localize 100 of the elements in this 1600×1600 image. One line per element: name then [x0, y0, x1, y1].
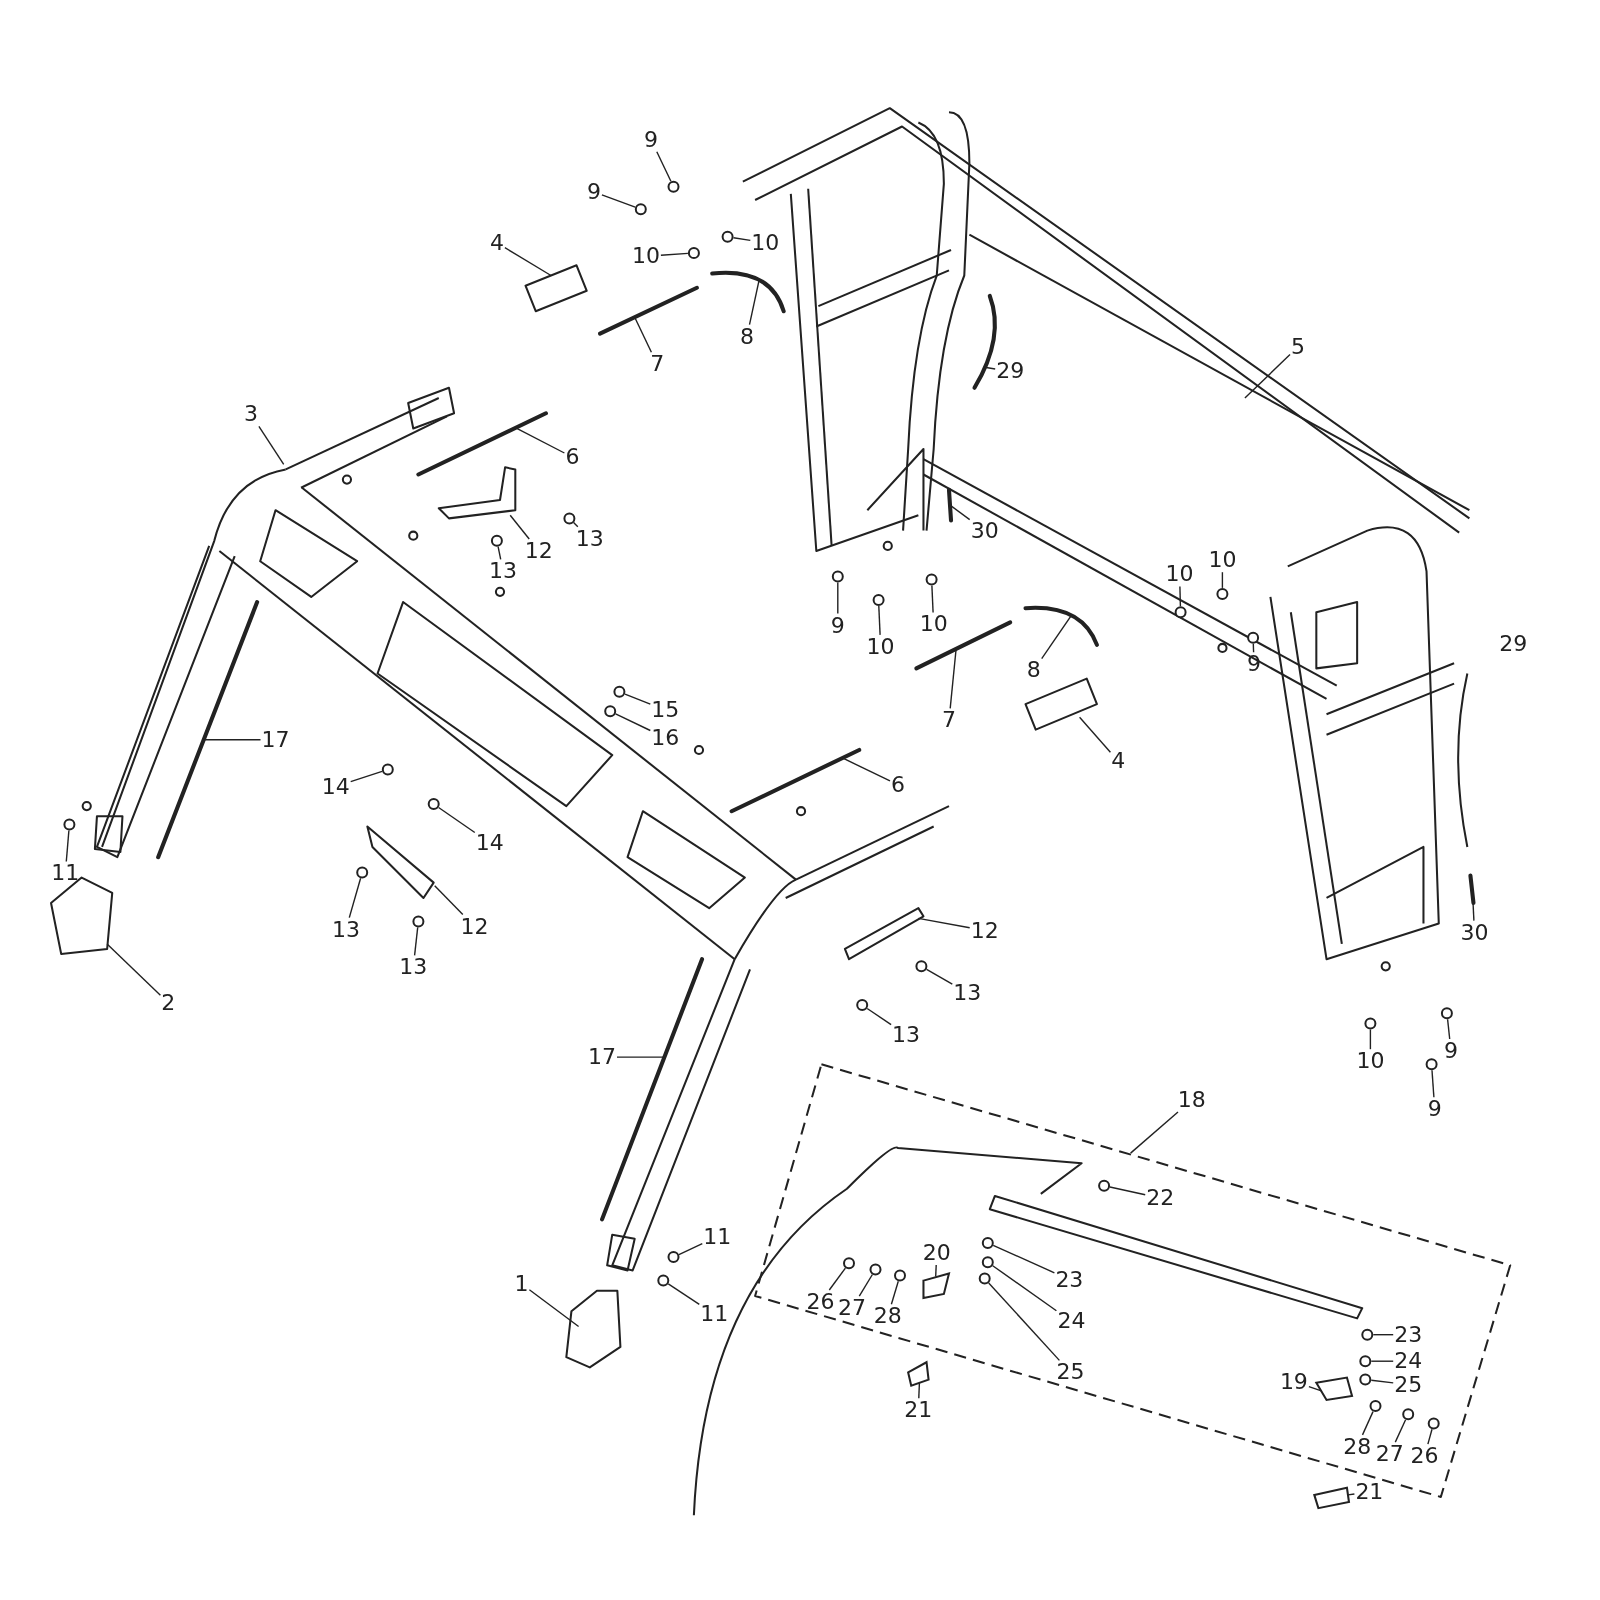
fastener-icon — [1427, 1417, 1440, 1430]
callout-number: 13 — [952, 980, 983, 1005]
callout-number: 18 — [1176, 1088, 1207, 1112]
leader-line — [1041, 614, 1073, 660]
leader-line — [413, 926, 419, 956]
leader-line — [1252, 643, 1255, 653]
callout-number: 7 — [649, 352, 666, 377]
fastener-icon — [872, 594, 885, 606]
fastener-icon — [843, 1257, 855, 1270]
leader-line — [992, 1265, 1058, 1312]
callout-number: 8 — [738, 324, 755, 349]
callout-number: 13 — [330, 917, 361, 942]
leader-line — [949, 504, 971, 521]
callout-number: 9 — [585, 179, 602, 204]
callout-number: 23 — [1054, 1267, 1085, 1292]
callout-number: 9 — [829, 613, 846, 638]
trim-strip — [1023, 605, 1099, 647]
leader-line — [667, 1283, 700, 1306]
trim-strip — [597, 285, 699, 336]
callout-number: 14 — [474, 830, 505, 855]
fastener-icon — [490, 534, 503, 547]
leader-line — [1370, 1379, 1394, 1384]
leader-line — [624, 693, 651, 705]
callout-number: 13 — [398, 955, 429, 980]
callout-number: 13 — [574, 526, 605, 551]
leader-line — [1370, 1360, 1394, 1362]
fastener-icon — [981, 1256, 994, 1269]
callout-number: 10 — [1164, 562, 1195, 587]
leader-line — [434, 885, 464, 916]
fastener-icon — [915, 960, 928, 973]
callout-number: 8 — [1025, 658, 1042, 683]
leader-line — [572, 521, 579, 528]
leader-line — [504, 247, 552, 277]
callout-number: 25 — [1393, 1372, 1424, 1397]
leader-line — [866, 1007, 892, 1026]
leader-line — [931, 584, 934, 614]
fastener-icon — [1425, 1058, 1438, 1071]
callout-number: 27 — [837, 1296, 868, 1321]
fastener-icon — [427, 798, 440, 811]
leader-line — [1244, 353, 1291, 399]
callout-number: 10 — [865, 634, 896, 659]
callout-number: 30 — [969, 518, 1000, 543]
fastener-icon — [1364, 1017, 1377, 1030]
callout-number: 21 — [903, 1398, 934, 1423]
leader-line — [497, 546, 502, 561]
callout-number: 21 — [1354, 1479, 1385, 1504]
trim-strip — [729, 747, 862, 814]
leader-line — [528, 1289, 580, 1328]
leader-line — [878, 605, 881, 636]
fastener-icon — [381, 763, 394, 776]
leader-line — [842, 757, 891, 782]
callout-number: 12 — [969, 918, 1000, 943]
leader-line — [634, 316, 653, 353]
leader-line — [1427, 1428, 1433, 1445]
leader-line — [984, 366, 996, 370]
fastener-icon — [1098, 1179, 1111, 1192]
leader-line — [1078, 716, 1112, 753]
callout-number: 27 — [1374, 1442, 1405, 1467]
leader-line — [1308, 1385, 1323, 1392]
fastener-icon — [613, 685, 626, 698]
fastener-icon — [604, 705, 617, 718]
callout-number: 24 — [1393, 1349, 1424, 1374]
leader-line — [678, 1243, 703, 1256]
callout-number: 26 — [805, 1290, 836, 1315]
fastener-icon — [978, 1272, 991, 1285]
callout-number: 14 — [320, 774, 351, 799]
callout-number: 9 — [1443, 1039, 1459, 1063]
callout-number: 17 — [260, 727, 291, 752]
callout-number: 9 — [643, 127, 659, 152]
leader-line — [1394, 1419, 1407, 1443]
leader-line — [748, 278, 760, 326]
leader-line — [1431, 1069, 1435, 1098]
fastener-icon — [869, 1263, 882, 1276]
callout-number: 2 — [160, 991, 177, 1016]
leader-line — [350, 770, 383, 783]
callout-number: 7 — [940, 708, 957, 733]
callout-number: 11 — [50, 861, 81, 886]
callout-number: 28 — [872, 1304, 903, 1329]
leader-line — [1361, 1410, 1374, 1436]
leader-line — [1221, 571, 1224, 589]
fastener-icon — [831, 570, 844, 583]
fastener-icon — [1174, 606, 1187, 619]
callout-number: 22 — [1145, 1185, 1176, 1210]
leader-line — [837, 581, 839, 615]
callout-number: 17 — [587, 1045, 618, 1070]
fastener-icon — [981, 1236, 994, 1249]
callout-number: 13 — [891, 1022, 922, 1047]
trim-strip — [156, 600, 260, 860]
callout-number: 12 — [523, 539, 554, 563]
callout-number: 11 — [702, 1224, 733, 1249]
callout-number: 4 — [488, 230, 505, 255]
leader-line — [917, 917, 971, 929]
trim-strip — [946, 487, 954, 523]
leader-line — [614, 713, 651, 732]
pad-plate — [907, 1360, 930, 1388]
fastener-icon — [667, 180, 680, 193]
leader-line — [203, 739, 262, 741]
fastener-icon — [1440, 1007, 1453, 1020]
callout-number: 12 — [459, 914, 490, 939]
leader-line — [1347, 1493, 1356, 1496]
